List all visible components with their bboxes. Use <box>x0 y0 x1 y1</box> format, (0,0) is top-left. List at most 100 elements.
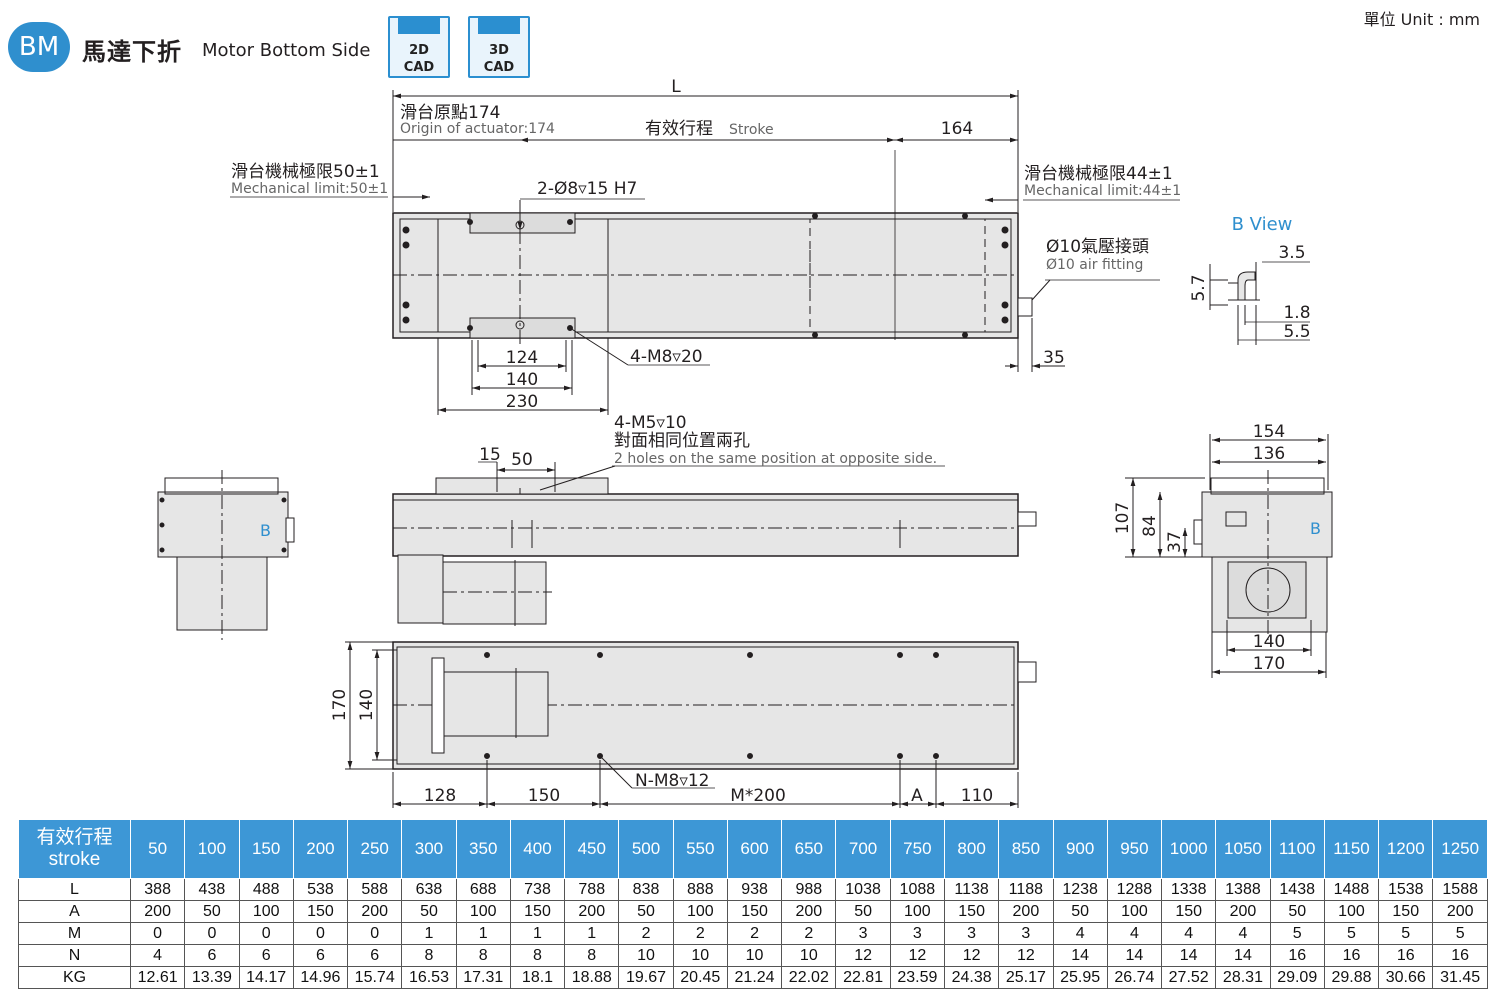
dim-150: 150 <box>528 786 560 806</box>
table-cell: 21.24 <box>726 966 783 989</box>
bottom-view <box>345 641 1037 808</box>
dim-a: A <box>911 786 923 806</box>
b-dim-1-8: 1.8 <box>1283 303 1310 323</box>
dim-154: 154 <box>1253 422 1285 442</box>
table-cell: 200 <box>564 900 620 923</box>
table-cell: 200 <box>129 900 186 923</box>
cad-2d-line2: CAD <box>403 60 435 75</box>
table-cell: 10 <box>672 944 728 967</box>
table-cell: 25.17 <box>998 966 1054 989</box>
air-fitting-en: Ø10 air fitting <box>1046 257 1143 273</box>
table-cell: 6 <box>347 944 403 967</box>
table-cell: 2 <box>781 922 837 945</box>
dim-L: L <box>671 77 681 97</box>
right-end-view <box>1125 434 1333 678</box>
table-cell: 150 <box>292 900 349 923</box>
air-fitting-zh: Ø10氣壓接頭 <box>1046 237 1149 257</box>
cad-3d-button[interactable]: 3D CAD <box>468 16 530 78</box>
table-cell: 488 <box>238 878 294 901</box>
dim-107: 107 <box>1113 502 1133 534</box>
table-cell: 14.96 <box>292 966 349 989</box>
table-cell: 2 <box>618 922 674 945</box>
dim-15: 15 <box>479 445 501 465</box>
table-cell: 100 <box>1323 900 1380 923</box>
table-cell: 23.59 <box>889 966 945 989</box>
table-cell: 22.02 <box>781 966 837 989</box>
table-cell: 738 <box>509 878 566 901</box>
table-cell: 19.67 <box>618 966 674 989</box>
drawing-canvas: L 滑台原點174 Origin of actuator:174 有效行程 St… <box>157 77 1333 808</box>
cad-2d-button[interactable]: 2D CAD <box>388 16 450 78</box>
table-cell: 150 <box>726 900 783 923</box>
stroke-col-header: 100 <box>184 819 240 879</box>
table-cell: 0 <box>184 922 240 945</box>
table-cell: 50 <box>1052 900 1108 923</box>
table-cell: 29.09 <box>1269 966 1325 989</box>
stroke-col-header: 150 <box>238 819 294 879</box>
table-cell: 4 <box>1052 922 1108 945</box>
stroke-col-header: 500 <box>618 819 674 879</box>
table-cell: 16 <box>1269 944 1325 967</box>
dim-140-bottom: 140 <box>357 689 377 721</box>
right-b-marker: B <box>1310 519 1321 538</box>
table-cell: 1138 <box>943 878 1000 901</box>
table-cell: 4 <box>129 944 186 967</box>
table-cell: 150 <box>943 900 1000 923</box>
unit-label: 單位 Unit : mm <box>1363 10 1480 29</box>
stroke-label-en: Stroke <box>729 122 774 138</box>
stroke-header-en: stroke <box>48 849 101 870</box>
table-cell: 10 <box>726 944 783 967</box>
table-cell: 1388 <box>1215 878 1271 901</box>
table-cell: 31.45 <box>1432 966 1488 989</box>
table-cell: 1338 <box>1161 878 1217 901</box>
table-cell: 3 <box>998 922 1054 945</box>
dim-230: 230 <box>506 392 538 412</box>
table-cell: 1538 <box>1378 878 1434 901</box>
stroke-col-header: 800 <box>943 819 1000 879</box>
table-cell: 5 <box>1269 922 1325 945</box>
table-cell: 838 <box>618 878 674 901</box>
row-label: L <box>18 878 131 901</box>
table-cell: 13.39 <box>184 966 240 989</box>
table-cell: 3 <box>835 922 891 945</box>
table-cell: 438 <box>184 878 240 901</box>
side-view <box>392 461 1037 626</box>
stroke-col-header: 300 <box>401 819 457 879</box>
table-cell: 100 <box>455 900 511 923</box>
table-cell: 888 <box>672 878 728 901</box>
table-cell: 5 <box>1323 922 1380 945</box>
table-cell: 16 <box>1378 944 1434 967</box>
table-cell: 12 <box>943 944 1000 967</box>
table-cell: 22.81 <box>835 966 891 989</box>
table-cell: 1038 <box>835 878 891 901</box>
table-cell: 938 <box>726 878 783 901</box>
table-cell: 100 <box>238 900 294 923</box>
table-cell: 14 <box>1106 944 1163 967</box>
mech-right-zh: 滑台機械極限44±1 <box>1024 164 1173 184</box>
stroke-label-zh: 有效行程 <box>645 119 713 139</box>
table-cell: 200 <box>781 900 837 923</box>
table-cell: 16 <box>1432 944 1488 967</box>
table-cell: 12 <box>889 944 945 967</box>
stroke-col-header: 1000 <box>1161 819 1217 879</box>
pin-hole-label: 2-Ø8▿15 H7 <box>537 179 637 199</box>
table-cell: 16 <box>1323 944 1380 967</box>
mech-left-zh: 滑台機械極限50±1 <box>231 162 380 182</box>
dim-50: 50 <box>511 450 533 470</box>
stroke-col-header: 950 <box>1106 819 1163 879</box>
dim-140-top: 140 <box>506 370 538 390</box>
table-cell: 2 <box>672 922 728 945</box>
stroke-col-header: 700 <box>835 819 891 879</box>
cad-3d-line2: CAD <box>483 60 515 75</box>
dim-35: 35 <box>1043 348 1065 368</box>
table-cell: 8 <box>455 944 511 967</box>
table-cell: 200 <box>998 900 1054 923</box>
table-cell: 12.61 <box>129 966 186 989</box>
table-cell: 6 <box>238 944 294 967</box>
table-cell: 10 <box>781 944 837 967</box>
table-cell: 1088 <box>889 878 945 901</box>
stroke-col-header: 250 <box>347 819 403 879</box>
